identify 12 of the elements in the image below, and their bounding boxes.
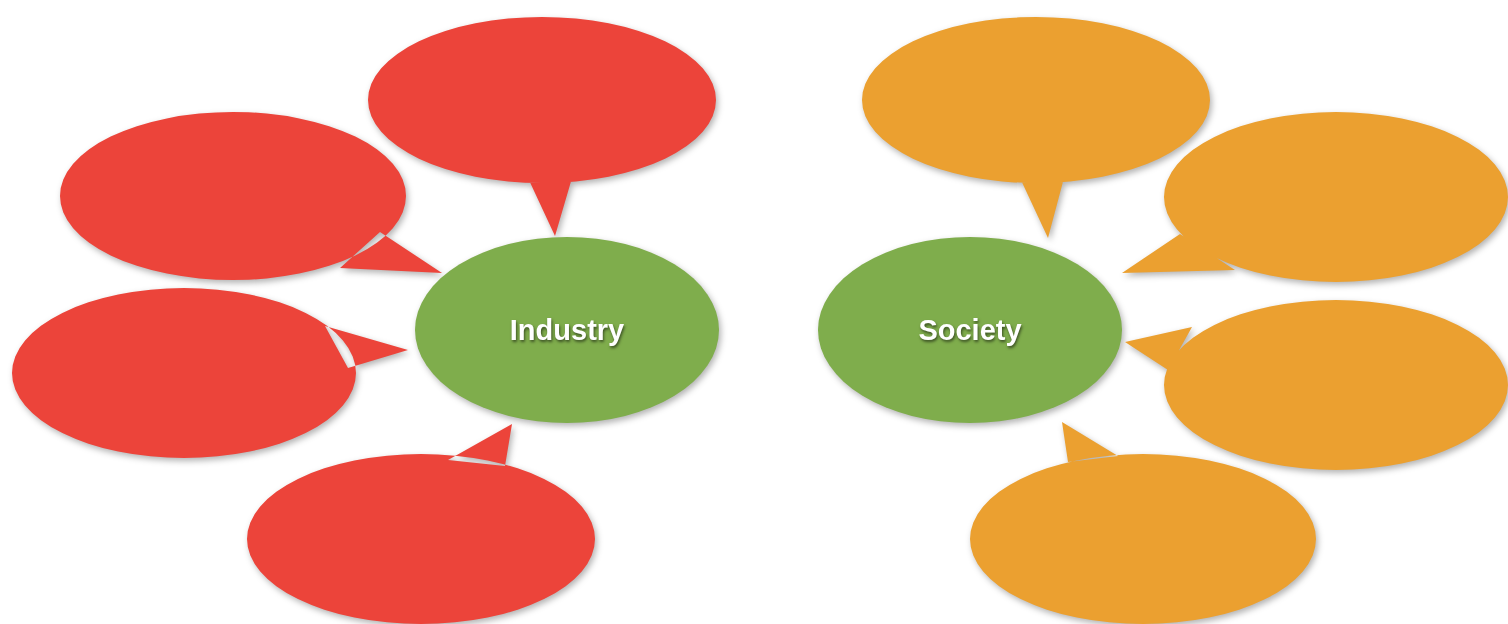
speech-bubble: [60, 112, 442, 280]
speech-bubble: [862, 17, 1210, 238]
speech-bubble: [247, 424, 595, 624]
speech-bubble: [12, 288, 408, 458]
topic-ellipse: [415, 237, 719, 423]
speech-bubble: [368, 17, 716, 236]
topic-label: Industry: [509, 313, 625, 347]
topic-ellipse: [818, 237, 1122, 423]
speech-bubble: [1122, 112, 1508, 282]
topic-label: Society: [918, 313, 1022, 347]
speech-bubble: [1125, 300, 1508, 470]
speech-bubble: [970, 422, 1316, 624]
